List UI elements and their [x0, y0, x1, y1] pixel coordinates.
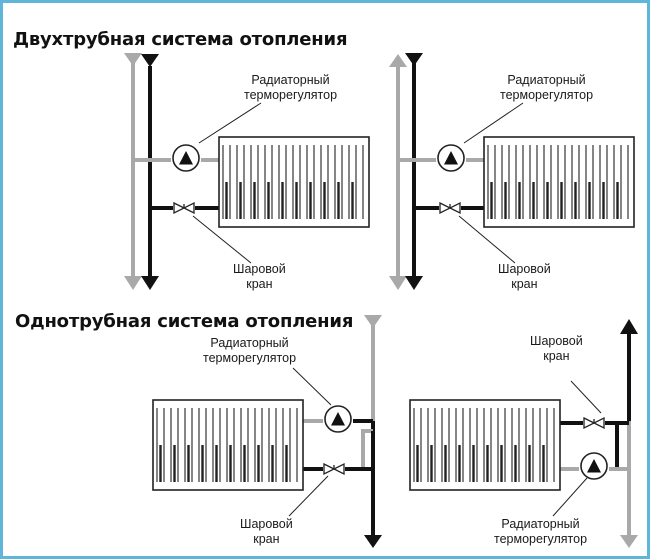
thermostat-label: Радиаторный терморегулятор: [244, 73, 337, 103]
ball-valve-label: Шаровой кран: [233, 262, 286, 292]
thermostat-label-line1: Радиаторный: [501, 517, 580, 531]
ball-valve-label: Шаровой кран: [240, 517, 293, 547]
one-pipe-left-assembly: [151, 315, 382, 548]
diagram-canvas: Двухтрубная система отопления Однотрубна…: [3, 3, 647, 556]
thermostat-label-line2: терморегулятор: [244, 88, 338, 102]
ball-valve-label-line2: кран: [511, 277, 538, 291]
ball-valve-label-line1: Шаровой: [233, 262, 286, 276]
ball-valve-label-line2: кран: [246, 277, 273, 291]
ball-valve-label: Шаровой кран: [530, 334, 583, 364]
ball-valve-label: Шаровой кран: [498, 262, 551, 292]
heating-schematic: [124, 53, 638, 548]
thermostat-label-line1: Радиаторный: [210, 336, 289, 350]
ball-valve-label-line2: кран: [543, 349, 570, 363]
ball-valve-label-line2: кран: [253, 532, 280, 546]
ball-valve-label-line1: Шаровой: [498, 262, 551, 276]
thermostat-label-line2: терморегулятор: [500, 88, 594, 102]
two-pipe-left-assembly: [124, 53, 371, 290]
thermostat-label-line2: терморегулятор: [494, 532, 588, 546]
one-pipe-right-assembly: [408, 319, 638, 548]
two-pipe-heading: Двухтрубная система отопления: [13, 29, 348, 50]
one-pipe-heading: Однотрубная система отопления: [15, 311, 354, 332]
thermostat-label: Радиаторный терморегулятор: [500, 73, 593, 103]
thermostat-label-line1: Радиаторный: [507, 73, 586, 87]
thermostat-label: Радиаторный терморегулятор: [494, 517, 587, 547]
thermostat-label: Радиаторный терморегулятор: [203, 336, 296, 366]
thermostat-label-line1: Радиаторный: [251, 73, 330, 87]
ball-valve-label-line1: Шаровой: [530, 334, 583, 348]
ball-valve-label-line1: Шаровой: [240, 517, 293, 531]
thermostat-label-line2: терморегулятор: [203, 351, 297, 365]
two-pipe-right-assembly: [389, 53, 636, 290]
